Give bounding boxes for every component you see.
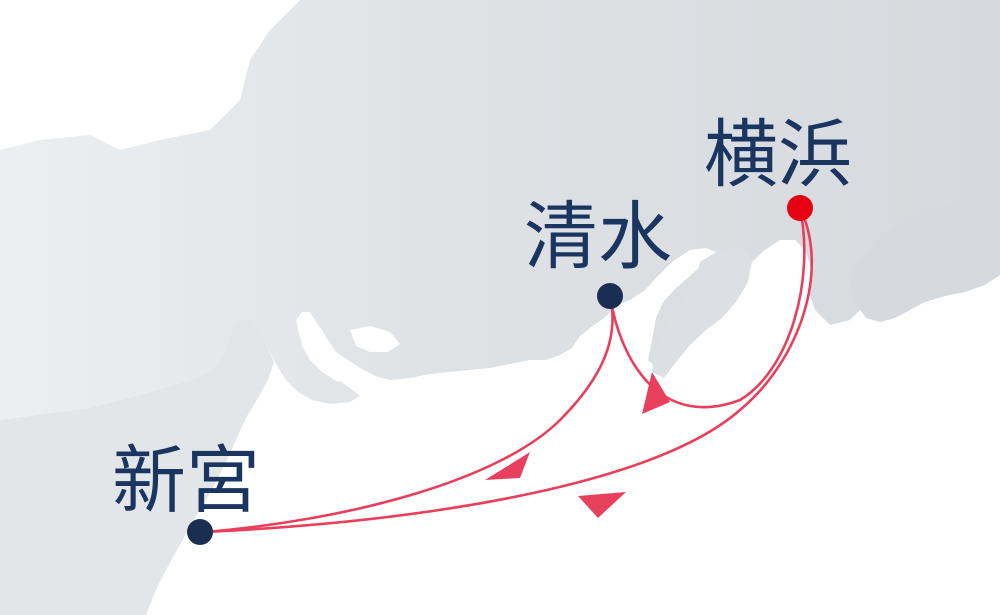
land-honshu <box>0 0 1000 420</box>
land-boso <box>850 200 1000 322</box>
route-shingu-shimizu <box>203 294 614 534</box>
label-shingu: 新宮 <box>112 438 260 524</box>
route <box>203 206 814 534</box>
arrow-to-yokohama-leg <box>642 372 670 414</box>
port-labels: 横浜 清水 新宮 <box>112 112 852 524</box>
land-kii <box>0 318 274 615</box>
arrow-to-shingu <box>578 492 626 518</box>
port-shimizu-marker[interactable] <box>597 283 623 309</box>
label-yokohama: 横浜 <box>704 112 852 198</box>
label-shimizu: 清水 <box>524 194 672 280</box>
ports <box>187 195 813 545</box>
bay-mikawa <box>350 326 400 352</box>
route-shimizu-yokohama <box>608 206 806 409</box>
port-shingu-marker[interactable] <box>187 519 213 545</box>
route-arrows <box>485 372 670 518</box>
arrow-to-shimizu-leg <box>485 452 530 480</box>
land-izu <box>652 246 752 378</box>
port-yokohama-marker[interactable] <box>787 195 813 221</box>
bay-ise <box>300 318 350 382</box>
route-yokohama-shingu <box>203 206 814 534</box>
bays <box>300 318 400 382</box>
